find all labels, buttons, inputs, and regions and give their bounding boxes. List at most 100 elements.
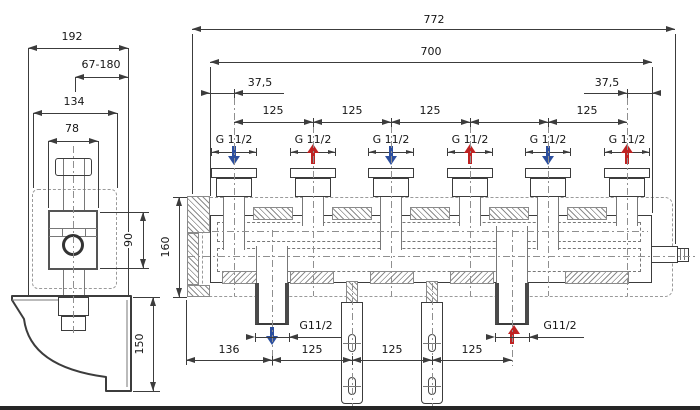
dim-arrow [486,334,495,340]
dim-line-78 [48,141,98,142]
dim-arrow [563,150,570,154]
extension-line [117,113,118,188]
gasket-pad [567,207,607,220]
dim-arrow [246,334,255,340]
dim-line-192 [28,48,128,49]
dim-line-772 [192,29,675,30]
dim-arrow [352,357,361,363]
dim-label-bottom: 125 [300,343,324,356]
flow-up-arrowhead [508,325,520,334]
dim-tick [256,148,257,156]
gasket-pad [489,207,529,220]
extension-line [192,34,193,194]
dim-arrow [423,357,432,363]
extension-line [100,268,149,269]
end-cap-facet [680,249,681,260]
gasket-pad [222,271,258,284]
gasket-pad [253,207,293,220]
end-cap [677,248,689,262]
extension-line [652,67,653,213]
wall-bracket [11,295,132,392]
extension-line [133,297,160,298]
dim-line-160 [179,197,180,297]
extension-line [210,67,211,196]
dim-line-134 [33,113,117,114]
dim-arrow [234,119,243,125]
dim-tick [492,148,493,156]
dim-arrow [539,119,548,125]
gasket-pad [450,271,494,284]
side-plate-left-edge [28,48,29,295]
side-view-centerline [73,146,74,334]
dim-arrow [119,74,128,80]
dim-arrow [643,59,652,65]
port-centerline [627,98,628,296]
extension-line [186,300,187,365]
dim-tick [335,148,336,156]
dim-arrow [28,45,37,51]
dim-arrow [304,119,313,125]
dim-tick [413,148,414,156]
wall-section-hatch [187,233,199,285]
gasket-pad [370,271,414,284]
dim-line-150 [153,297,154,391]
scan-artifact-edge [0,406,700,410]
extension-line [675,34,676,244]
dim-arrow [391,119,400,125]
stem-edge [84,176,85,210]
dim-tick [255,333,256,342]
dim-arrow [605,150,612,154]
dim-line-bottom-port-1 [255,337,342,338]
gasket-pad [565,271,629,284]
dim-line-bottom-port-2 [495,337,584,338]
block-detail-line [85,228,86,236]
dim-arrow [75,74,84,80]
gasket-pad [410,207,450,220]
dim-arrow [470,119,479,125]
dim-arrow [140,212,146,221]
strap-centerline [352,283,353,407]
dim-arrow [432,357,441,363]
pipe-centerline [272,230,273,366]
upper-channel [217,222,641,242]
dim-tick [211,148,212,156]
dim-arrow [642,150,649,154]
end-outlet-stub [651,246,678,263]
block-detail-line [62,228,63,236]
dim-arrow [343,357,352,363]
dim-tick [290,148,291,156]
dim-label-90: 90 [122,232,135,248]
dim-label-offset-left: 37,5 [246,76,274,89]
dim-arrow [263,357,272,363]
dim-arrow [289,334,298,340]
dim-arrow [210,59,219,65]
dim-tick [447,148,448,156]
dim-tick [604,148,605,156]
stem-edge [84,270,85,297]
dim-label-pitch: 125 [418,104,442,117]
side-view-dashed-envelope [32,189,117,289]
dim-arrow [328,150,335,154]
side-plate-right-edge [128,48,129,295]
dim-arrow [652,90,661,96]
dim-tick [495,333,496,342]
wall-section-hatch [187,196,210,233]
dim-arrow [618,90,627,96]
dim-arrow [406,150,413,154]
dim-tick [570,148,571,156]
dim-arrow [48,138,57,144]
dim-arrow [201,90,210,96]
dim-label-pitch: 125 [340,104,364,117]
pipe-centerline [512,230,513,366]
dim-arrow [150,297,156,306]
port-centerline [313,126,314,296]
strap-centerline [432,283,433,407]
dim-tick [525,148,526,156]
port-centerline [470,126,471,296]
extension-line [75,77,76,92]
upper-channel-centerline [212,231,648,232]
dim-arrow [291,150,298,154]
dim-label-700: 700 [419,45,443,58]
dim-arrow [186,357,195,363]
